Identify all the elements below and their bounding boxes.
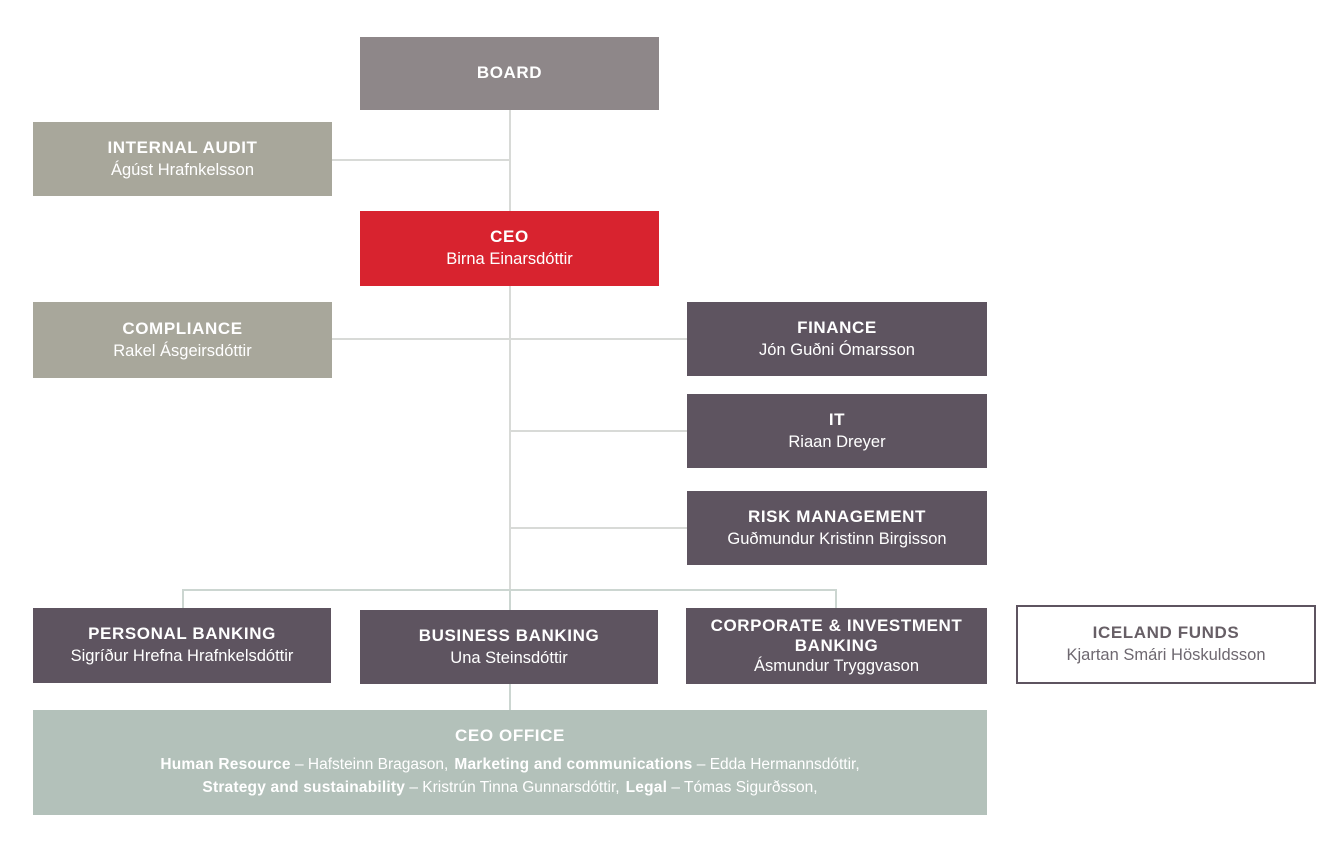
connector-compliance-finance-branch — [332, 338, 687, 340]
ceo-office-row: Strategy and sustainability – Kristrún T… — [157, 776, 862, 799]
org-node-corporate-investment-banking: CORPORATE & INVESTMENT BANKING Ásmundur … — [686, 608, 987, 684]
node-title-internal-audit: INTERNAL AUDIT — [107, 137, 258, 157]
node-title-finance: FINANCE — [797, 317, 877, 337]
node-person-finance: Jón Guðni Ómarsson — [759, 340, 915, 359]
connector-ceo-trunk — [509, 286, 511, 590]
connector-board-to-ceo — [509, 110, 511, 211]
node-title-personal-banking: PERSONAL BANKING — [88, 624, 276, 644]
node-title-ceo: CEO — [490, 227, 529, 247]
node-person-risk-management: Guðmundur Kristinn Birgisson — [727, 529, 947, 548]
connector-business-to-ceo-office — [509, 684, 511, 710]
org-node-internal-audit: INTERNAL AUDIT Ágúst Hrafnkelsson — [33, 122, 332, 196]
org-node-board: BOARD — [360, 37, 659, 110]
node-person-business-banking: Una Steinsdóttir — [450, 648, 568, 667]
org-node-it: IT Riaan Dreyer — [687, 394, 987, 468]
node-title-corporate-investment-banking: CORPORATE & INVESTMENT BANKING — [710, 615, 963, 655]
node-title-compliance: COMPLIANCE — [122, 318, 243, 338]
node-title-risk-management: RISK MANAGEMENT — [747, 506, 927, 526]
node-person-corporate-investment-banking: Ásmundur Tryggvason — [753, 656, 920, 675]
org-node-finance: FINANCE Jón Guðni Ómarsson — [687, 302, 987, 376]
org-node-business-banking: BUSINESS BANKING Una Steinsdóttir — [360, 610, 658, 684]
ceo-office-members: Human Resource – Hafsteinn Bragason, Mark… — [157, 753, 862, 800]
node-title-iceland-funds: ICELAND FUNDS — [1092, 623, 1240, 643]
node-title-board: BOARD — [476, 63, 543, 83]
org-node-risk-management: RISK MANAGEMENT Guðmundur Kristinn Birgi… — [687, 491, 987, 565]
node-person-compliance: Rakel Ásgeirsdóttir — [113, 341, 252, 360]
connector-it-branch — [509, 430, 687, 432]
connector-internal-audit-branch — [332, 159, 510, 161]
connector-risk-branch — [509, 527, 687, 529]
connector-drop-corporate — [835, 589, 837, 608]
ceo-office-member: Marketing and communications – Edda Herm… — [454, 756, 860, 773]
org-node-ceo-office: CEO OFFICE Human Resource – Hafsteinn Br… — [33, 710, 987, 815]
org-node-ceo: CEO Birna Einarsdóttir — [360, 211, 659, 286]
node-title-business-banking: BUSINESS BANKING — [418, 625, 600, 645]
node-person-ceo: Birna Einarsdóttir — [446, 250, 573, 269]
node-person-personal-banking: Sigríður Hrefna Hrafnkelsdóttir — [70, 647, 294, 666]
org-node-compliance: COMPLIANCE Rakel Ásgeirsdóttir — [33, 302, 332, 378]
org-node-personal-banking: PERSONAL BANKING Sigríður Hrefna Hrafnke… — [33, 608, 331, 683]
ceo-office-member: Legal – Tómas Sigurðsson, — [625, 779, 818, 797]
ceo-office-member: Human Resource – Hafsteinn Bragason, — [160, 756, 449, 773]
ceo-office-row: Human Resource – Hafsteinn Bragason, Mark… — [157, 753, 862, 776]
ceo-office-member: Strategy and sustainability – Kristrún T… — [202, 779, 620, 797]
connector-drop-personal — [182, 589, 184, 608]
node-person-it: Riaan Dreyer — [788, 432, 886, 451]
ceo-office-title: CEO OFFICE — [455, 726, 565, 745]
node-person-internal-audit: Ágúst Hrafnkelsson — [110, 160, 255, 179]
node-title-it: IT — [828, 409, 846, 429]
org-node-iceland-funds: ICELAND FUNDS Kjartan Smári Höskuldsson — [1016, 605, 1316, 684]
node-person-iceland-funds: Kjartan Smári Höskuldsson — [1066, 646, 1266, 665]
connector-drop-business — [509, 589, 511, 610]
